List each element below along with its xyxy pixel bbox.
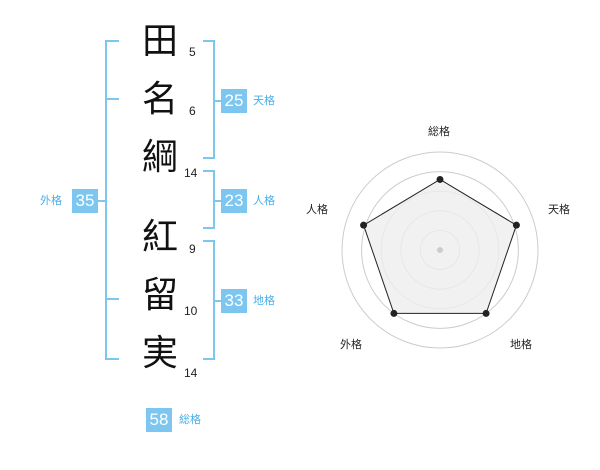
outer-bracket-tick-lower — [105, 298, 119, 300]
name-char-3: 綱 — [142, 137, 179, 178]
name-char-4: 紅 — [142, 217, 179, 258]
radar-point-5 — [360, 221, 368, 229]
tenkaku-bracket-vertical — [213, 40, 215, 159]
radar-axis-label-soukaku: 総格 — [428, 125, 450, 138]
tenkaku-label: 天格 — [253, 94, 275, 107]
radar-point-3 — [482, 309, 490, 317]
name-char-2: 名 — [142, 79, 179, 120]
tenkaku-bracket-bottom — [203, 157, 215, 159]
gaikaku-score: 35 — [72, 189, 98, 213]
name-char-6: 実 — [142, 333, 179, 374]
radar-axis-label-gaikaku: 外格 — [340, 338, 362, 351]
outer-bracket-top — [105, 40, 119, 42]
chikaku-bracket-connector — [213, 300, 222, 302]
jinkaku-score: 23 — [221, 189, 247, 213]
tenkaku-score: 25 — [221, 89, 247, 113]
tenkaku-bracket-connector — [213, 100, 222, 102]
radar-point-2 — [512, 221, 520, 229]
radar-center-dot — [437, 247, 443, 253]
jinkaku-bracket-bottom — [203, 227, 215, 229]
chikaku-label: 地格 — [253, 294, 275, 307]
outer-bracket-vertical — [105, 40, 107, 360]
stroke-count-1: 5 — [189, 45, 196, 59]
stroke-count-5: 10 — [184, 304, 198, 318]
jinkaku-bracket-top — [203, 170, 215, 172]
radar-point-1 — [436, 175, 444, 183]
stroke-count-2: 6 — [189, 104, 196, 118]
jinkaku-label: 人格 — [253, 194, 275, 207]
soukaku-label: 総格 — [179, 413, 201, 426]
stroke-count-6: 14 — [184, 366, 198, 380]
radar-chart — [341, 151, 539, 349]
radar-axis-label-tenkaku: 天格 — [548, 203, 570, 216]
radar-polygon — [362, 178, 518, 314]
gaikaku-label: 外格 — [40, 194, 62, 207]
radar-ring-1 — [361, 171, 519, 329]
jinkaku-bracket-connector — [213, 200, 222, 202]
chikaku-bracket-top — [203, 240, 215, 242]
stroke-count-4: 9 — [189, 242, 196, 256]
name-char-1: 田 — [142, 21, 179, 62]
chikaku-bracket-bottom — [203, 358, 215, 360]
radar-axis-label-chikaku: 地格 — [510, 338, 532, 351]
radar-axis-label-jinkaku: 人格 — [306, 203, 328, 216]
name-char-5: 留 — [142, 275, 179, 316]
jinkaku-bracket-vertical — [213, 170, 215, 229]
outer-bracket-bottom — [105, 358, 119, 360]
outer-bracket-tick-upper — [105, 98, 119, 100]
radar-points — [360, 175, 520, 317]
tenkaku-bracket-top — [203, 40, 215, 42]
radar-point-4 — [390, 309, 398, 317]
stroke-count-3: 14 — [184, 166, 198, 180]
chikaku-score: 33 — [221, 289, 247, 313]
soukaku-score: 58 — [146, 408, 172, 432]
outer-bracket-connector — [96, 200, 106, 202]
